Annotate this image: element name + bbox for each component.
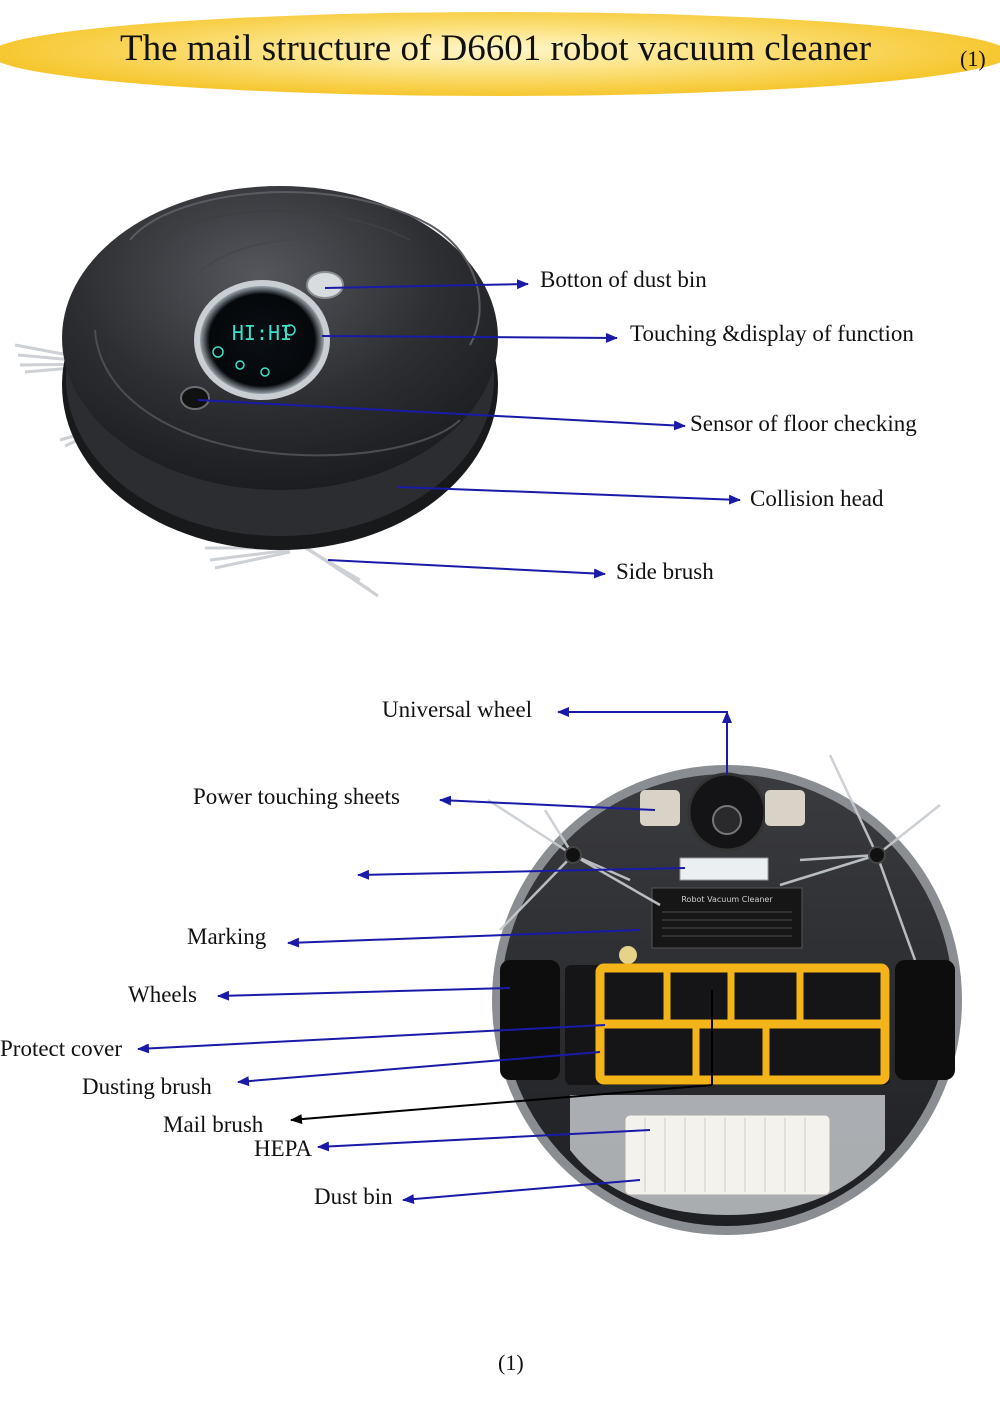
marking-sticker [619,946,637,964]
label-collision-head: Collision head [750,486,884,511]
title-page-marker: (1) [960,46,986,71]
label-dusting-brush: Dusting brush [82,1074,212,1099]
wheel-left [500,960,560,1080]
top-view-robot: HI:HI [14,186,498,598]
protect-cover [595,963,890,1085]
label-dust-bin: Dust bin [314,1184,393,1209]
label-floor-sensor: Sensor of floor checking [690,411,917,436]
floor-sensor [180,386,210,410]
hepa-filter [624,1114,831,1196]
nameplate [651,887,803,949]
label-mail-brush: Mail brush [163,1112,264,1137]
label-hepa: HEPA [254,1136,312,1161]
label-protect-cover: Protect cover [0,1036,122,1061]
nameplate-text: Robot Vacuum Cleaner [681,895,773,904]
label-universal-wheel: Universal wheel [382,697,533,722]
label-wheels: Wheels [128,982,197,1007]
touch-display [200,286,324,394]
dust-bin-button [306,271,344,299]
label-marking: Marking [187,924,267,949]
wheel-right [895,960,955,1080]
label-side-brush: Side brush [616,559,714,584]
bottom-view-robot: Robot Vacuum Cleaner [487,754,962,1235]
top-view-arrows [197,279,741,579]
display-readout: HI:HI [232,321,292,345]
power-sheet-left [640,790,680,826]
page-title: The mail structure of D6601 robot vacuum… [120,28,872,69]
top-side-brush-bottom [205,543,379,598]
bottom-view-arrows [137,707,732,1205]
sensor-strip [679,857,769,881]
label-dust-bin-button: Botton of dust bin [540,267,707,292]
mail-brush-arrow [290,990,713,1125]
footer-page-number: (1) [498,1350,524,1375]
title-banner [0,12,1000,96]
label-touch-display: Touching &display of function [630,321,914,346]
label-power-touching-sheets: Power touching sheets [193,784,400,809]
bottom-side-brush-right [779,754,941,961]
power-sheet-right [765,790,805,826]
